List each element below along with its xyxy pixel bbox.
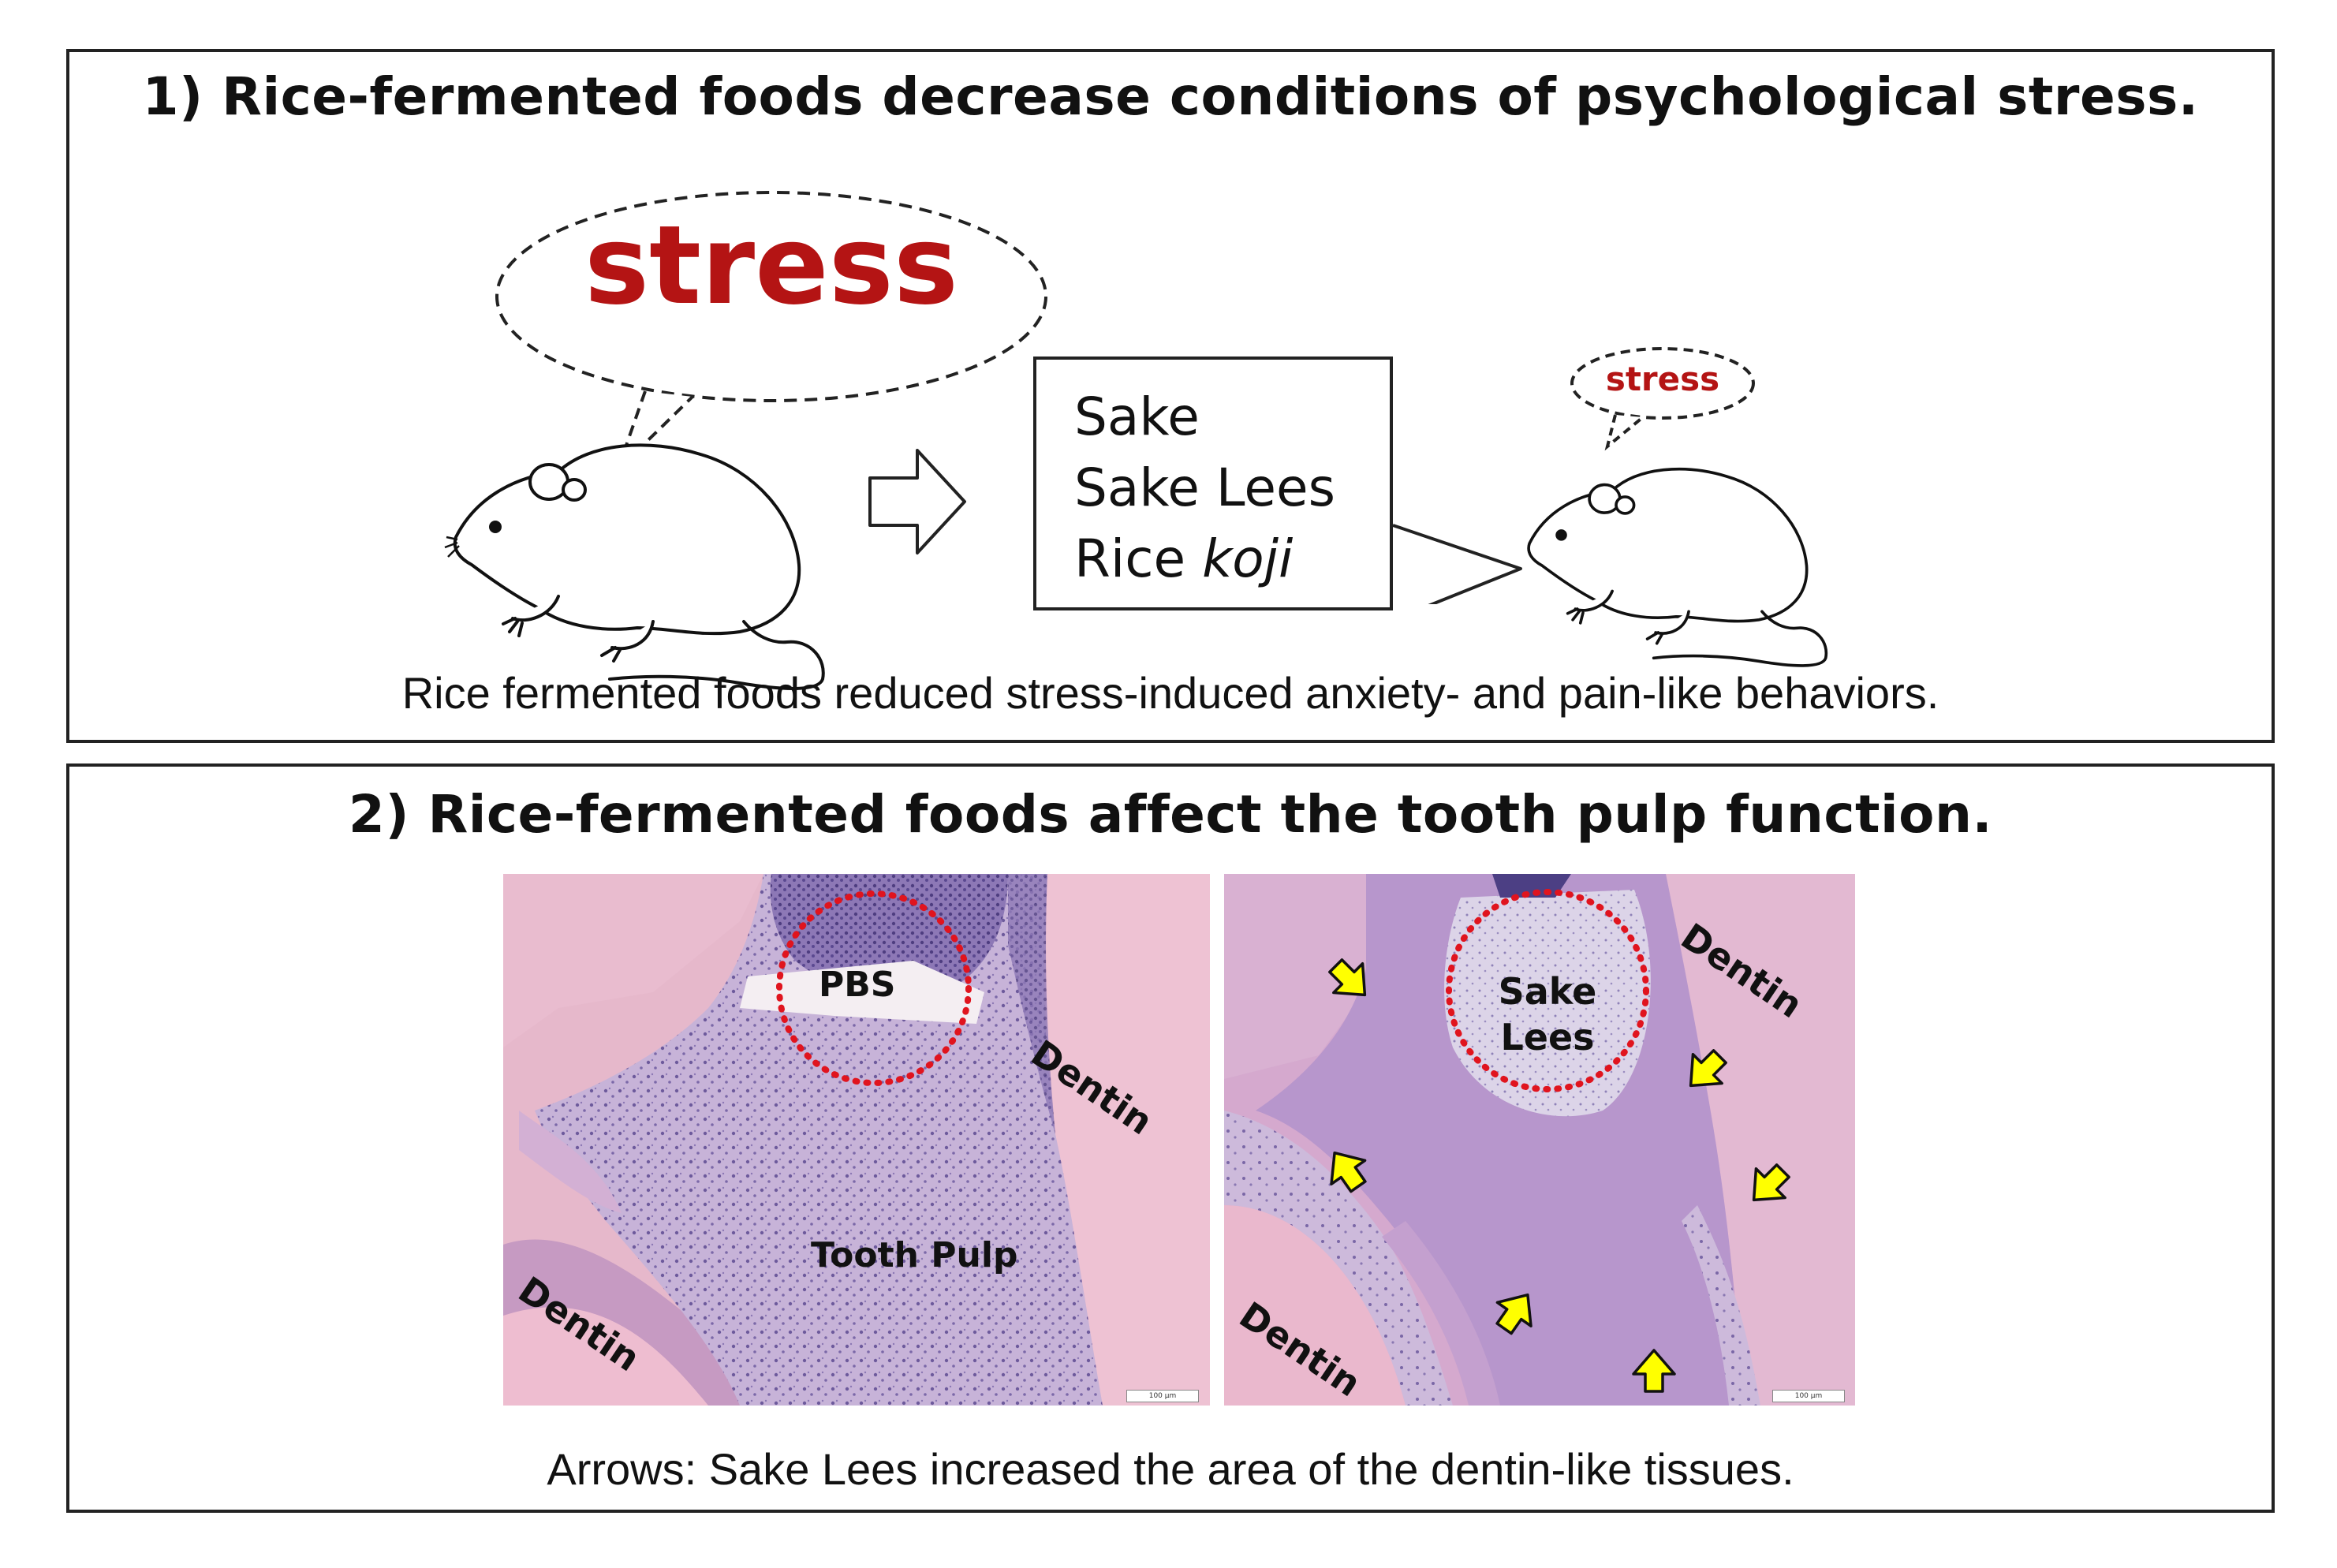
arrow-icon-1	[1320, 950, 1381, 1011]
right-arrow-icon	[868, 449, 966, 554]
food-sake: Sake	[1074, 386, 1200, 447]
pbs-highlight-circle	[776, 890, 972, 1086]
arrow-icon-4	[1738, 1155, 1799, 1216]
label-sake-lees: Sake Lees	[1498, 970, 1597, 1058]
panel-stress: 1) Rice-fermented foods decrease conditi…	[66, 49, 2275, 743]
panel-tooth-pulp: 2) Rice-fermented foods affect the tooth…	[66, 763, 2275, 1513]
dentin-like-tissue-arrows	[1316, 950, 1799, 1393]
micrograph-sake-lees-image	[1224, 874, 1855, 1406]
food-box-pointer	[1392, 524, 1522, 604]
panel2-title: 2) Rice-fermented foods affect the tooth…	[348, 784, 1993, 845]
panel1-title: 1) Rice-fermented foods decrease conditi…	[142, 66, 2199, 127]
stress-label-large: stress	[584, 202, 959, 329]
arrow-icon-6	[1632, 1349, 1676, 1393]
food-rice-koji: Rice koji	[1074, 528, 1294, 589]
micrograph-sake-lees: Sake Lees Dentin Dentin 100 μm	[1224, 874, 1855, 1406]
mouse-stressed-icon	[444, 443, 825, 690]
micrograph-pbs-image	[503, 874, 1210, 1406]
micrograph-pbs: PBS Dentin Tooth Pulp Dentin 100 μm	[503, 874, 1210, 1406]
label-tooth-pulp: Tooth Pulp	[811, 1235, 1018, 1275]
panel2-caption: Arrows: Sake Lees increased the area of …	[547, 1444, 1794, 1494]
small-speech-bubble	[1570, 347, 1755, 451]
sake-lees-highlight-circle	[1446, 889, 1649, 1092]
panel1-caption: Rice fermented foods reduced stress-indu…	[401, 668, 1939, 718]
arrow-icon-3	[1674, 1040, 1736, 1102]
food-sake-lees: Sake Lees	[1074, 457, 1335, 518]
fermented-foods-box: Sake Sake Lees Rice koji	[1033, 357, 1393, 610]
scale-bar-left: 100 μm	[1126, 1390, 1199, 1402]
scale-bar-right: 100 μm	[1772, 1390, 1845, 1402]
arrow-icon-2	[1316, 1140, 1376, 1200]
stress-label-small: stress	[1605, 360, 1720, 398]
arrow-icon-5	[1486, 1282, 1546, 1342]
large-speech-bubble	[495, 191, 1047, 472]
label-pbs: PBS	[819, 965, 896, 1005]
mouse-relaxed-icon	[1527, 467, 1828, 667]
